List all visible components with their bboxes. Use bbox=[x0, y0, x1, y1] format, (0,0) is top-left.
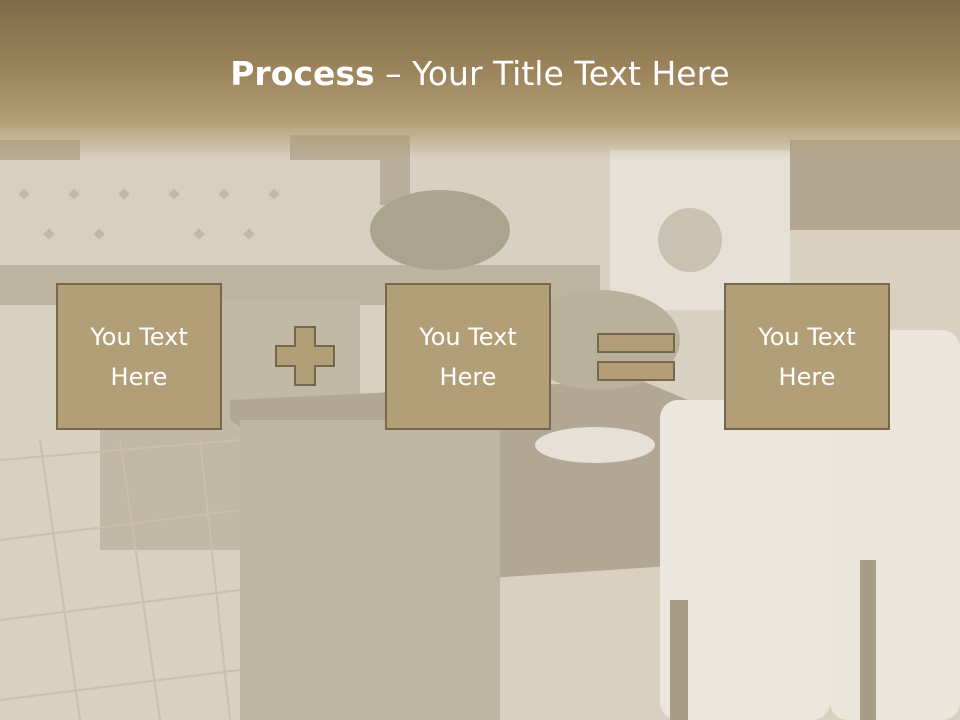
equals-icon bbox=[597, 333, 675, 381]
process-box-3[interactable]: You Text Here bbox=[724, 283, 890, 430]
process-box-3-text: You Text Here bbox=[758, 322, 856, 391]
title-band bbox=[0, 0, 960, 160]
process-box-2-text: You Text Here bbox=[419, 322, 517, 391]
title-bold: Process bbox=[230, 54, 375, 93]
process-box-1-text: You Text Here bbox=[90, 322, 188, 391]
process-box-1[interactable]: You Text Here bbox=[56, 283, 222, 430]
process-box-2[interactable]: You Text Here bbox=[385, 283, 551, 430]
title-rest: – Your Title Text Here bbox=[374, 54, 730, 93]
slide-title: Process – Your Title Text Here bbox=[0, 52, 960, 96]
plus-icon bbox=[275, 326, 335, 386]
